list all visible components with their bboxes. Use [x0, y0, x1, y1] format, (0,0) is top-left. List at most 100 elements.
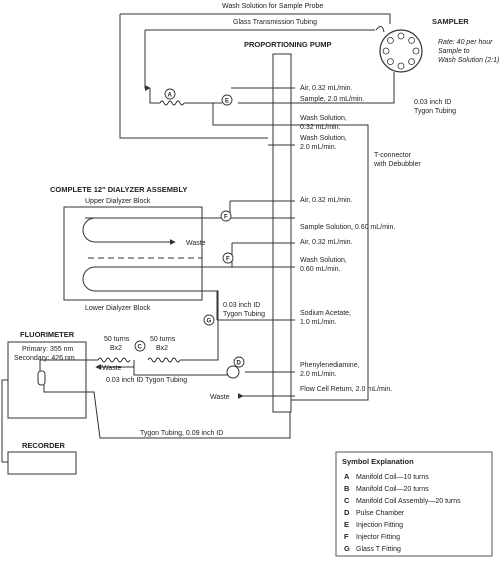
- symbol-d: D: [233, 356, 245, 368]
- pump-label-wash-20-a: Wash Solution,: [300, 135, 347, 142]
- svg-text:A: A: [344, 472, 350, 481]
- pump-label-wash-032-b: 0.32 mL/min.: [300, 124, 341, 131]
- svg-text:G: G: [207, 319, 212, 325]
- svg-text:E: E: [225, 99, 229, 105]
- fluorimeter-title: FLUORIMETER: [20, 330, 75, 339]
- symbol-g: G: [203, 314, 215, 326]
- pump-title: PROPORTIONING PUMP: [244, 40, 332, 49]
- svg-text:Pulse Chamber: Pulse Chamber: [356, 510, 405, 517]
- svg-text:Manifold Coil Assembly—20 turn: Manifold Coil Assembly—20 turns: [356, 498, 461, 505]
- upper-block-label: Upper Dialyzer Block: [85, 198, 151, 205]
- svg-text:A: A: [168, 93, 173, 99]
- pump-label-wash-06-b: 0.60 mL/min.: [300, 266, 341, 273]
- svg-text:D: D: [344, 508, 350, 517]
- wash-probe-label: Wash Solution for Sample Probe: [222, 3, 323, 10]
- lower-block-label: Lower Dialyzer Block: [85, 305, 151, 312]
- legend-item-a: A Manifold Coil—10 turns: [344, 472, 429, 481]
- pump-label-air-1: Air, 0.32 mL/min.: [300, 85, 353, 92]
- symbol-a: A: [164, 88, 176, 100]
- pump-label-wash-06-a: Wash Solution,: [300, 257, 347, 264]
- svg-text:D: D: [237, 361, 242, 367]
- waste-upper: Waste: [186, 240, 206, 247]
- sampler-cups: [382, 32, 420, 70]
- coil-a: [159, 100, 185, 106]
- tygon-right-1: 0.03 inch ID: [414, 99, 451, 106]
- legend-box: [335, 451, 493, 557]
- legend-item-g: G Glass T Fitting: [344, 544, 401, 553]
- svg-text:Glass T Fitting: Glass T Fitting: [356, 546, 401, 553]
- svg-text:C: C: [344, 496, 350, 505]
- fluorimeter-secondary: Secondary: 426 nm: [14, 355, 75, 362]
- pump-label-air-2: Air, 0.32 mL/min.: [300, 197, 353, 204]
- flowcell-return: [43, 385, 291, 439]
- svg-text:C: C: [138, 345, 143, 351]
- symbol-f-lower: F: [222, 252, 234, 264]
- legend-item-d: D Pulse Chamber: [344, 508, 405, 517]
- svg-text:Injector Fitting: Injector Fitting: [356, 534, 400, 541]
- d-line: [133, 360, 228, 376]
- sampler-rate-2: Sample to: [438, 48, 470, 55]
- sampler-rate-1: Rate: 40 per hour: [438, 39, 493, 46]
- pump-label-phenyl-b: 2.0 mL/min.: [300, 371, 337, 378]
- tconnector-2: with Debubbler: [373, 161, 421, 168]
- pump-line-wash-032: [212, 103, 295, 126]
- sampler-probe-hook: [375, 26, 385, 33]
- tygon-long: Tygon Tubing, 0.09 inch ID: [140, 430, 223, 437]
- pump-label-wash-032-a: Wash Solution,: [300, 115, 347, 122]
- waste-lower: Waste: [102, 365, 122, 372]
- pump-label-sodium-b: 1.0 mL/min.: [300, 319, 337, 326]
- svg-text:Injection Fitting: Injection Fitting: [356, 522, 403, 529]
- flowcell-in: [39, 359, 98, 371]
- pump-label-sample: Sample, 2.0 mL/min.: [300, 96, 364, 103]
- svg-text:E: E: [344, 520, 349, 529]
- sampler-rate-3: Wash Solution (2:1): [438, 57, 499, 64]
- svg-text:F: F: [224, 215, 228, 221]
- tconnector-1: T-connector: [374, 152, 412, 159]
- legend-title: Symbol Explanation: [342, 457, 414, 466]
- dialyzer-box: [63, 206, 203, 301]
- symbol-c: C: [134, 340, 146, 352]
- glass-tubing-left: [144, 30, 151, 91]
- pump-body: [272, 53, 292, 413]
- turns-left-1: 50 turns: [104, 336, 130, 343]
- pump-label-flowcell: Flow Cell Return, 2.0 mL/min.: [300, 386, 392, 393]
- pump-label-wash-20-b: 2.0 mL/min.: [300, 144, 337, 151]
- coil-a-line: [149, 88, 160, 104]
- pump-label-sodium-a: Sodium Acetate,: [300, 310, 351, 317]
- coil-c-left: [97, 357, 131, 363]
- sampler-sample-line: [295, 72, 395, 104]
- turns-right-2: Bx2: [156, 345, 168, 352]
- fluorimeter-box: [7, 341, 87, 419]
- legend-item-e: E Injection Fitting: [344, 520, 403, 529]
- svg-text:B: B: [344, 484, 350, 493]
- tconnector-line: [291, 124, 369, 401]
- wash-probe-line: [119, 14, 268, 139]
- flow-cell: [37, 370, 46, 386]
- pump-label-air-3: Air, 0.32 mL/min.: [300, 239, 353, 246]
- waste-return: Waste: [210, 394, 230, 401]
- pulse-chamber: [226, 365, 240, 379]
- svg-text:F: F: [226, 257, 230, 263]
- dialyzer-upper-loop: [82, 217, 210, 245]
- legend-item-c: C Manifold Coil Assembly—20 turns: [344, 496, 461, 505]
- glass-tubing-label: Glass Transmission Tubing: [233, 19, 317, 26]
- turns-left-2: Bx2: [110, 345, 122, 352]
- recorder-cable: [1, 379, 8, 463]
- pump-label-sample-sol: Sample Solution, 0.60 mL/min.: [300, 224, 395, 231]
- turns-right-1: 50 turns: [150, 336, 176, 343]
- legend-item-b: B Manifold Coil—20 turns: [344, 484, 429, 493]
- sampler-wheel: [379, 29, 423, 73]
- symbol-e: E: [221, 94, 233, 106]
- dialyzer-title: COMPLETE 12" DIALYZER ASSEMBLY: [50, 185, 187, 194]
- tygon-mid-1: 0.03 inch ID: [223, 302, 260, 309]
- svg-text:Manifold Coil—20 turns: Manifold Coil—20 turns: [356, 486, 429, 493]
- symbol-f-upper: F: [220, 210, 232, 222]
- tygon-right-2: Tygon Tubing: [414, 108, 456, 115]
- fluorimeter-primary: Primary: 355 nm: [22, 346, 74, 353]
- recorder-box: [7, 451, 77, 475]
- svg-text:G: G: [344, 544, 350, 553]
- tygon-mid-2: Tygon Tubing: [223, 311, 265, 318]
- sampler-title: SAMPLER: [432, 17, 469, 26]
- svg-text:Manifold Coil—10 turns: Manifold Coil—10 turns: [356, 474, 429, 481]
